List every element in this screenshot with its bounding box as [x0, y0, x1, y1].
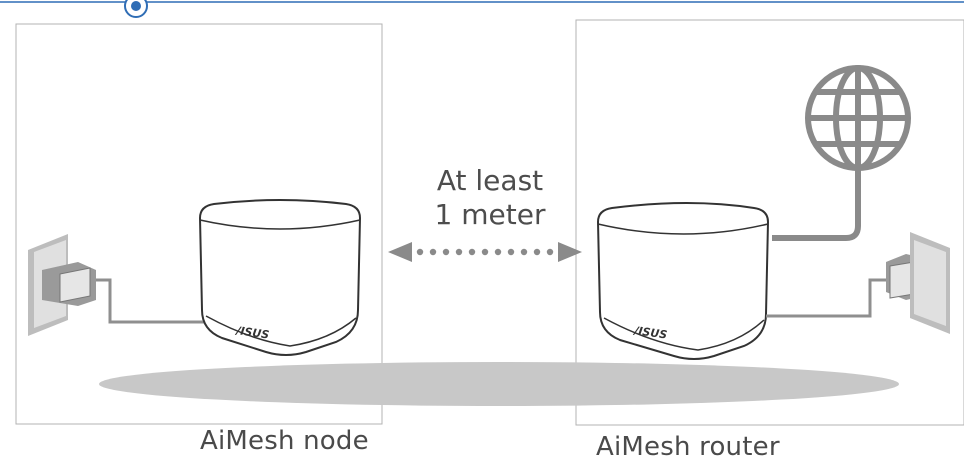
router-brand-logo: /ISUS — [632, 324, 668, 342]
distance-label-line1: At least — [436, 164, 544, 197]
arrow-dot — [507, 248, 515, 256]
arrow-dot — [455, 248, 463, 256]
internet-globe-icon — [805, 65, 911, 171]
arrow-dot — [468, 248, 476, 256]
node-power-adapter — [42, 262, 96, 306]
arrow-dot — [533, 248, 541, 256]
arrow-dot — [442, 248, 450, 256]
floor-shadow — [99, 362, 899, 406]
router-device: /ISUS — [596, 202, 770, 360]
arrow-dot — [520, 248, 528, 256]
node-brand-logo: /ISUS — [234, 324, 270, 342]
top-border — [0, 0, 964, 18]
internet-cable — [772, 168, 861, 241]
arrow-left-head — [388, 242, 412, 262]
arrow-right-head — [558, 242, 582, 262]
node-caption: AiMesh node — [200, 426, 369, 456]
node-power-cable — [96, 278, 208, 324]
node-device: /ISUS — [198, 199, 362, 356]
distance-label-line2: 1 meter — [434, 198, 546, 231]
router-wall-outlet — [910, 232, 950, 334]
arrow-dot — [481, 248, 489, 256]
arrow-dots — [416, 248, 554, 256]
distance-arrow — [388, 242, 582, 262]
arrow-dot — [546, 248, 554, 256]
arrow-dot — [429, 248, 437, 256]
router-caption: AiMesh router — [596, 432, 780, 462]
arrow-dot — [416, 248, 424, 256]
router-power-cable — [766, 278, 886, 318]
arrow-dot — [494, 248, 502, 256]
